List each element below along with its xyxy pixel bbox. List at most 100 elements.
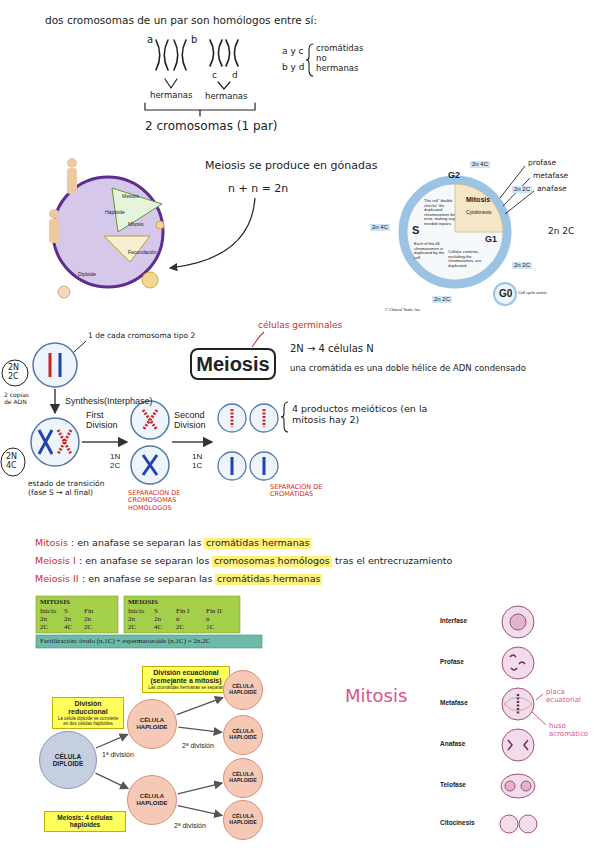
- annotation-text: : en anafase se separan las: [71, 538, 201, 549]
- summary-tables: [36, 596, 118, 633]
- meiosis-cells: [218, 404, 246, 432]
- meiosis-cells: [131, 401, 169, 439]
- chromosome-drawing: [210, 40, 222, 66]
- table-cell: 1C: [206, 623, 214, 631]
- meiosis-cells: [39, 430, 52, 454]
- meiosis-cells: [143, 455, 157, 475]
- chromosome-drawing: [145, 103, 255, 116]
- annotation-text: 2n 4C: [370, 224, 390, 231]
- annotation-text: 1ª división: [100, 751, 136, 759]
- table-cell: Inicio: [128, 607, 144, 615]
- table-cell: Fin: [84, 607, 93, 615]
- meiosis-cells: [33, 343, 77, 387]
- life-cycle-figure: [104, 236, 150, 262]
- mitosis-stages: [500, 815, 518, 833]
- annotation-text: Mitosis: [466, 196, 490, 204]
- annotation-text: Interfase: [440, 617, 467, 624]
- summary-tables: [36, 596, 262, 648]
- annotation-text: Each of the 46 chromosomes is duplicated…: [414, 242, 448, 260]
- annotation-text: profase: [528, 159, 556, 168]
- annotation-text: b: [191, 34, 197, 46]
- annotation-text: Cytokinesis: [466, 210, 492, 216]
- node-title: CÉLULA HAPLOIDE: [226, 684, 260, 696]
- annotation-text: c: [212, 70, 217, 80]
- mitosis-stages: [532, 694, 546, 725]
- label-box: División reduccionalLa célula diploide s…: [52, 697, 124, 729]
- table-cell: 2n: [154, 615, 161, 623]
- chromosome-drawing: [306, 44, 313, 76]
- annotation-text: 2ª división: [172, 822, 208, 830]
- life-cycle-figure: [49, 158, 255, 298]
- mitosis-stages: [502, 606, 534, 638]
- meiosis-cells: [131, 446, 169, 484]
- meiosis-cells: [250, 404, 278, 432]
- meiosis-cells: [263, 409, 266, 427]
- annotation-text: Diploide: [78, 272, 96, 278]
- annotation-text: una cromátida es una doble hélice de ADN…: [290, 364, 526, 374]
- node-title: CÉLULA HAPLOIDE: [226, 729, 260, 741]
- annotation-text: Metafase: [440, 699, 468, 706]
- annotation-text: 2n 2C: [512, 262, 532, 269]
- annotation-text: dos cromosomas de un par son homólogos e…: [45, 14, 317, 26]
- chromosome-drawing: [165, 79, 177, 88]
- annotation-text: Mitosis: [35, 538, 68, 549]
- table-cell: 2C: [84, 623, 92, 631]
- mitosis-stages: [502, 688, 534, 720]
- table-cell: 2C: [176, 623, 184, 631]
- annotation-text: a y c: [282, 46, 304, 56]
- mitosis-stages: [510, 614, 526, 630]
- annotation-text: 2 copias de ADN: [4, 392, 38, 406]
- table-cell: 2C: [40, 623, 48, 631]
- annotation-text: Mitosis: [345, 686, 407, 707]
- annotation-text: 2N → 4 células N: [290, 343, 374, 355]
- table-cell: n: [176, 615, 180, 623]
- annotation-text: placa ecuatorial: [546, 688, 590, 704]
- annotation-text: Meiosis se produce en gónadas: [205, 160, 377, 173]
- annotation-text: células germinales: [258, 320, 342, 330]
- division-arrow: [177, 698, 223, 715]
- annotation-text: Meiosis II: [35, 574, 79, 585]
- annotation-text: G0: [499, 288, 512, 300]
- annotation-text: S: [412, 224, 419, 237]
- annotation-text: Fecundación: [128, 250, 157, 256]
- life-cycle-figure: [67, 168, 77, 194]
- table-cell: S: [64, 607, 68, 615]
- mitosis-stages: [502, 647, 534, 679]
- mitosis-stages: [508, 740, 528, 750]
- mitosis-stages: [505, 781, 515, 791]
- table-cell: 2C: [128, 623, 136, 631]
- table-cell: 4C: [64, 623, 72, 631]
- meiosis-cells: [252, 332, 264, 347]
- table-cell: 2n: [128, 615, 135, 623]
- cell-cycle-figure: [403, 180, 507, 284]
- summary-tables: [36, 635, 262, 648]
- chromosome-drawing: [218, 82, 230, 89]
- node-title: Meiosis: 4 células haploides: [48, 814, 122, 829]
- meiosis-cells: [263, 457, 266, 475]
- annotation-text: cromosomas homólogos: [212, 556, 332, 567]
- summary-tables: [124, 596, 240, 633]
- chromosome-drawing: [156, 40, 168, 70]
- life-cycle-figure: [49, 219, 59, 243]
- annotation-text: 2n 2C: [432, 296, 452, 303]
- annotation-text: Meiosis I: [35, 556, 76, 567]
- annotation-text: : en anafase se separan las: [82, 574, 212, 585]
- table-cell: Inicio: [40, 607, 56, 615]
- annotation-text: 4 productos meióticos (en la mitosis hay…: [292, 404, 442, 426]
- annotation-text: Anafase: [440, 740, 465, 747]
- annotation-text: 2ª división: [180, 742, 216, 750]
- meiosis-cells: [31, 418, 79, 466]
- label-box: Meiosis: 4 células haploides: [44, 811, 126, 832]
- table-cell: 4C: [154, 623, 162, 631]
- annotation-text: tras el entrecruzamiento: [335, 556, 452, 567]
- annotation-text: 1N 2C: [110, 452, 124, 470]
- annotation-text: Synthesis(Interphase): [65, 396, 153, 406]
- mitosis-stages: [519, 815, 537, 833]
- meiosis-cells: [218, 452, 246, 480]
- meiosis-cells: [1, 332, 288, 484]
- annotation-text: n + n = 2n: [228, 183, 288, 196]
- node-title: CÉLULA HAPLOIDE: [226, 814, 260, 826]
- annotation-text: 2 cromosomas (1 par): [145, 120, 278, 134]
- table-cell: 2n: [84, 615, 91, 623]
